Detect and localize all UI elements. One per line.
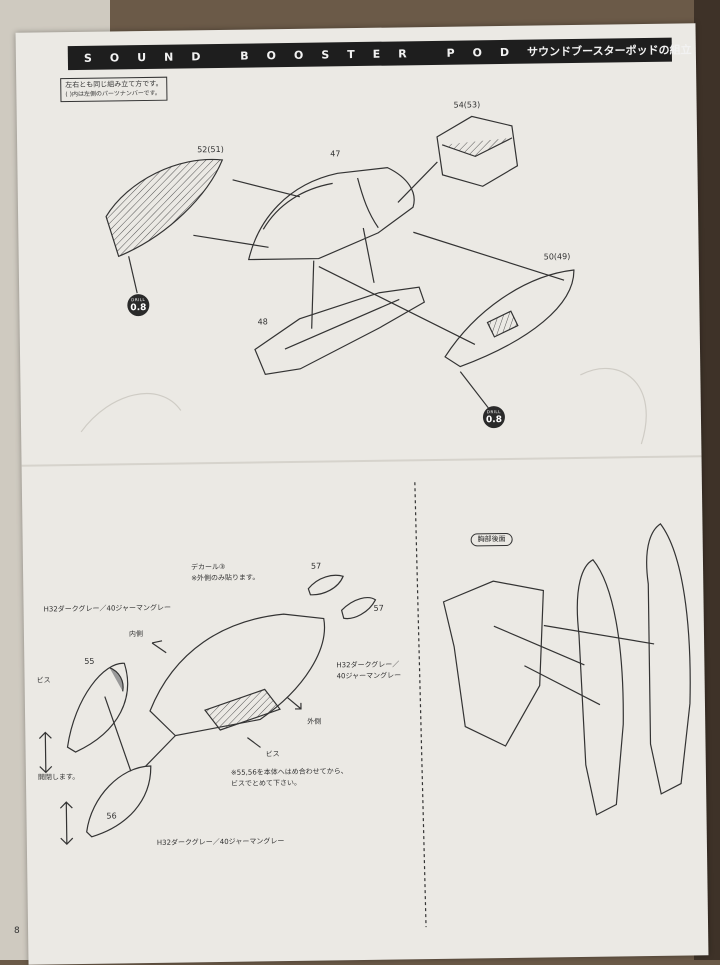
part-label-50: 50(49) <box>543 252 571 262</box>
part-label-57a: 57 <box>310 561 322 571</box>
header-title: SOUND BOOSTER POD <box>83 45 528 65</box>
rear-view-pod-left <box>576 559 624 816</box>
paint-label-right-1: H32ダークグレー／ <box>336 660 400 670</box>
part-56-tray <box>86 765 152 838</box>
assembly-note-2: ビスでとめて下さい。 <box>230 778 302 788</box>
drill-badge-right: DRILL 0.8 <box>482 405 506 429</box>
rear-view-pod-right <box>646 523 691 795</box>
part-label-56: 56 <box>106 811 117 821</box>
inner-side-label: 内側 <box>128 630 143 639</box>
rear-view-badge: 胸部後面 <box>470 532 513 547</box>
rear-view-chest <box>442 580 544 747</box>
part-52-panel <box>105 158 224 258</box>
header-title-jp: サウンドブースターポッドの組立 <box>527 43 692 59</box>
part-label-52: 52(51) <box>197 144 224 155</box>
decal-note: ※外側のみ貼ります。 <box>191 573 260 583</box>
part-label-47: 47 <box>330 149 341 159</box>
part-57-a <box>307 574 344 596</box>
part-label-57b: 57 <box>373 603 384 613</box>
drill-size: 0.8 <box>130 302 147 314</box>
note-line-2: ( )内は左側のパーツナンバーです。 <box>65 89 161 99</box>
drill-size: 0.8 <box>485 415 503 426</box>
paint-label-right-2: 40ジャーマングレー <box>336 671 402 681</box>
drill-badge-left: DRILL 0.8 <box>127 293 150 317</box>
paint-label-bottom: H32ダークグレー／40ジャーマングレー <box>156 837 285 847</box>
line-art <box>38 115 691 928</box>
screw-label-left: ビス <box>36 676 51 685</box>
part-47-body <box>247 166 415 261</box>
instruction-sheet: SOUND BOOSTER POD サウンドブースターポッドの組立 左右とも同じ… <box>15 23 709 965</box>
assembly-note-1: ※55,56を本体へはめ合わせてから、 <box>230 767 348 777</box>
part-label-48: 48 <box>257 317 268 327</box>
paint-label-top: H32ダークグレー／40ジャーマングレー <box>43 603 172 614</box>
main-assembly <box>149 613 326 737</box>
outer-side-label: 外側 <box>307 717 322 726</box>
part-55-canopy <box>66 662 129 753</box>
part-57-b <box>340 597 377 620</box>
part-label-55: 55 <box>84 656 95 666</box>
part-label-54: 54(53) <box>453 100 481 110</box>
note-box: 左右とも同じ組み立て方です。 ( )内は左側のパーツナンバーです。 <box>60 76 168 103</box>
decal-label: デカール③ <box>190 562 226 572</box>
screw-label-right: ビス <box>265 750 280 759</box>
page-number: 8 <box>14 926 20 936</box>
part-48-frame <box>254 286 426 376</box>
open-close-label: 開閉します。 <box>37 772 80 782</box>
